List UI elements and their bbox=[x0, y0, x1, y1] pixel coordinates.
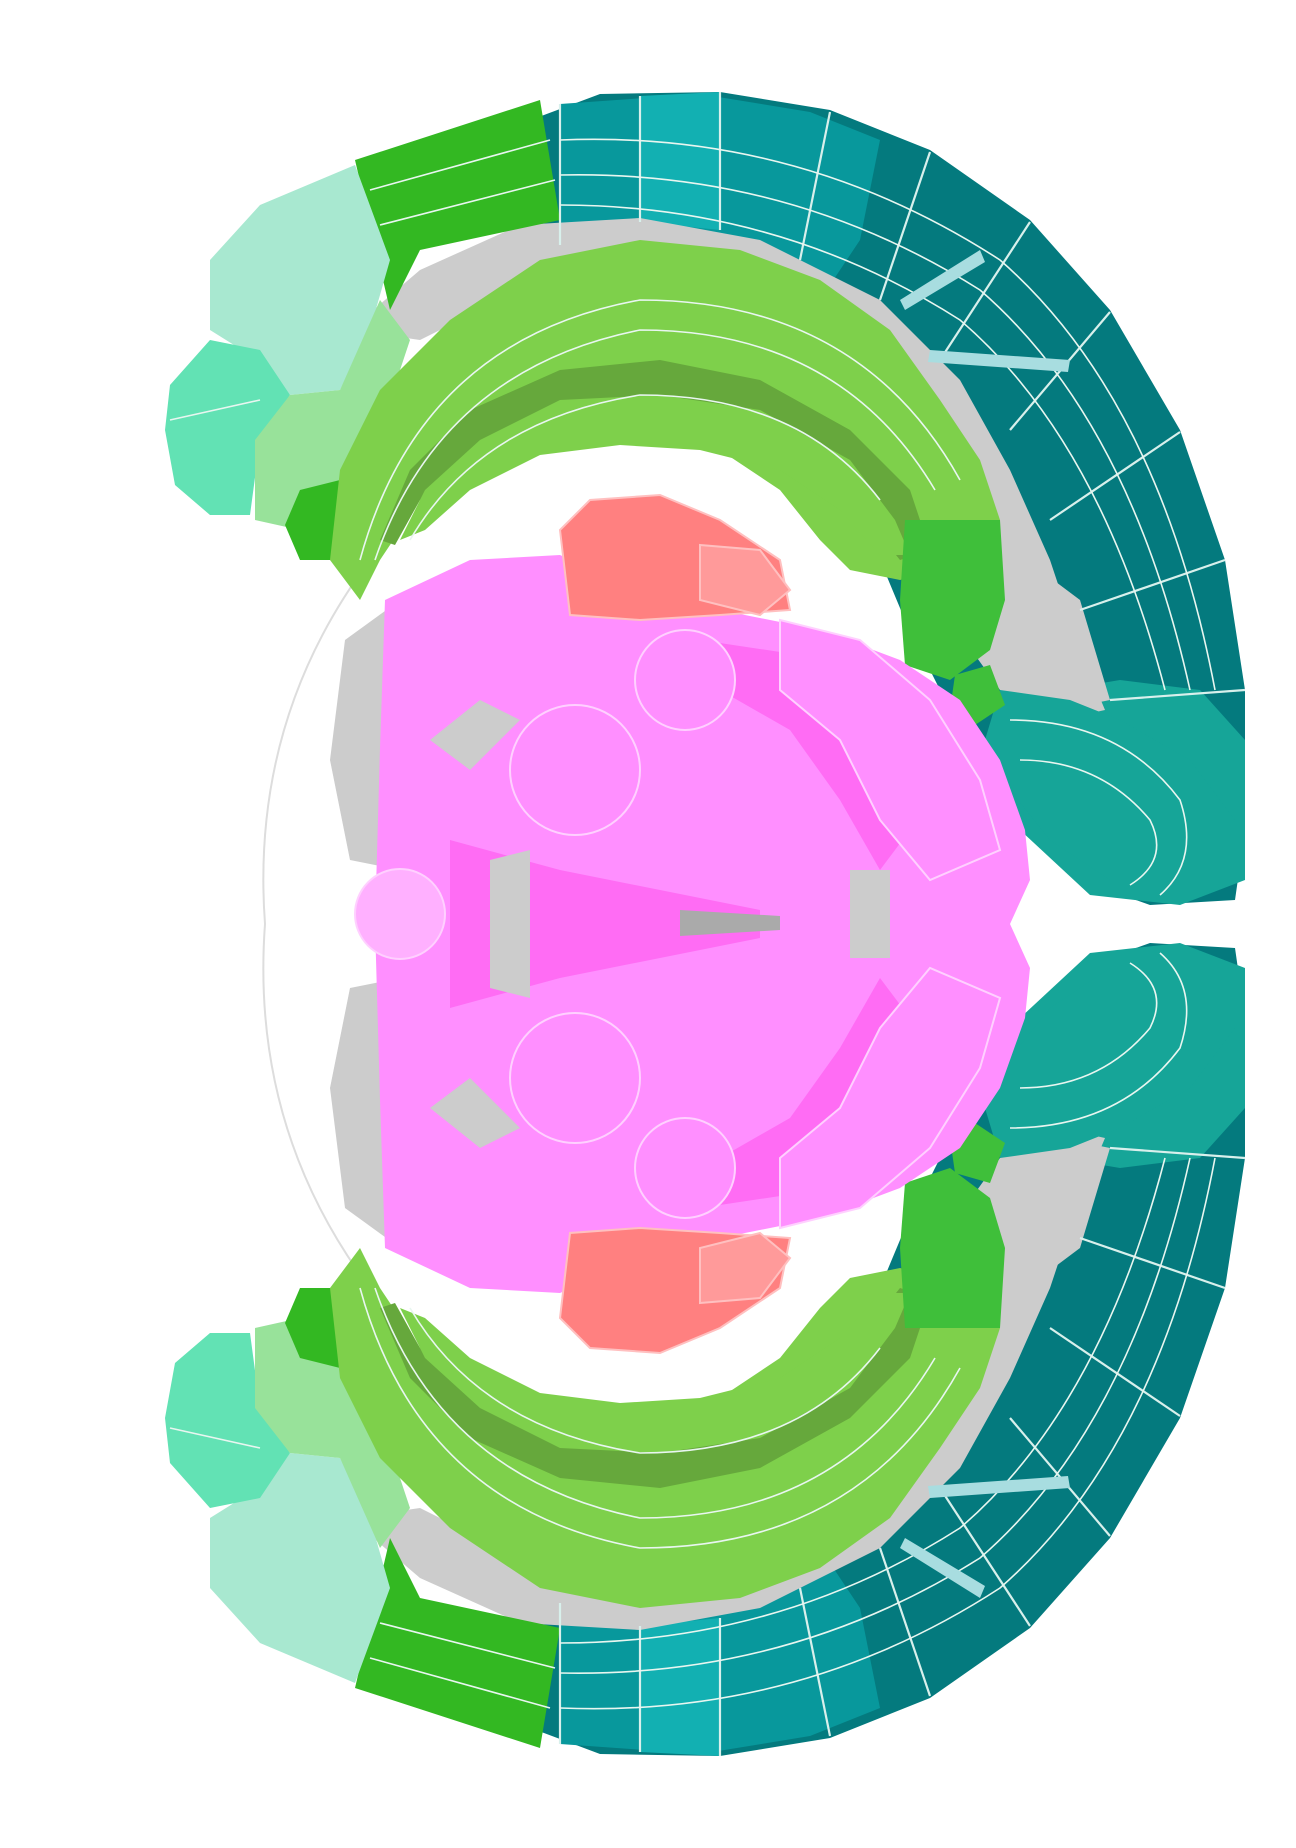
striatum-nucleus-4 bbox=[635, 1118, 735, 1218]
fiber-tracts-right bbox=[850, 870, 890, 958]
fiber-tracts-center bbox=[490, 850, 530, 998]
striatum-nucleus-2 bbox=[510, 1013, 640, 1143]
striatum-nucleus-1 bbox=[510, 705, 640, 835]
striatum-nucleus-3 bbox=[635, 630, 735, 730]
striatum-nucleus-5 bbox=[355, 869, 445, 959]
